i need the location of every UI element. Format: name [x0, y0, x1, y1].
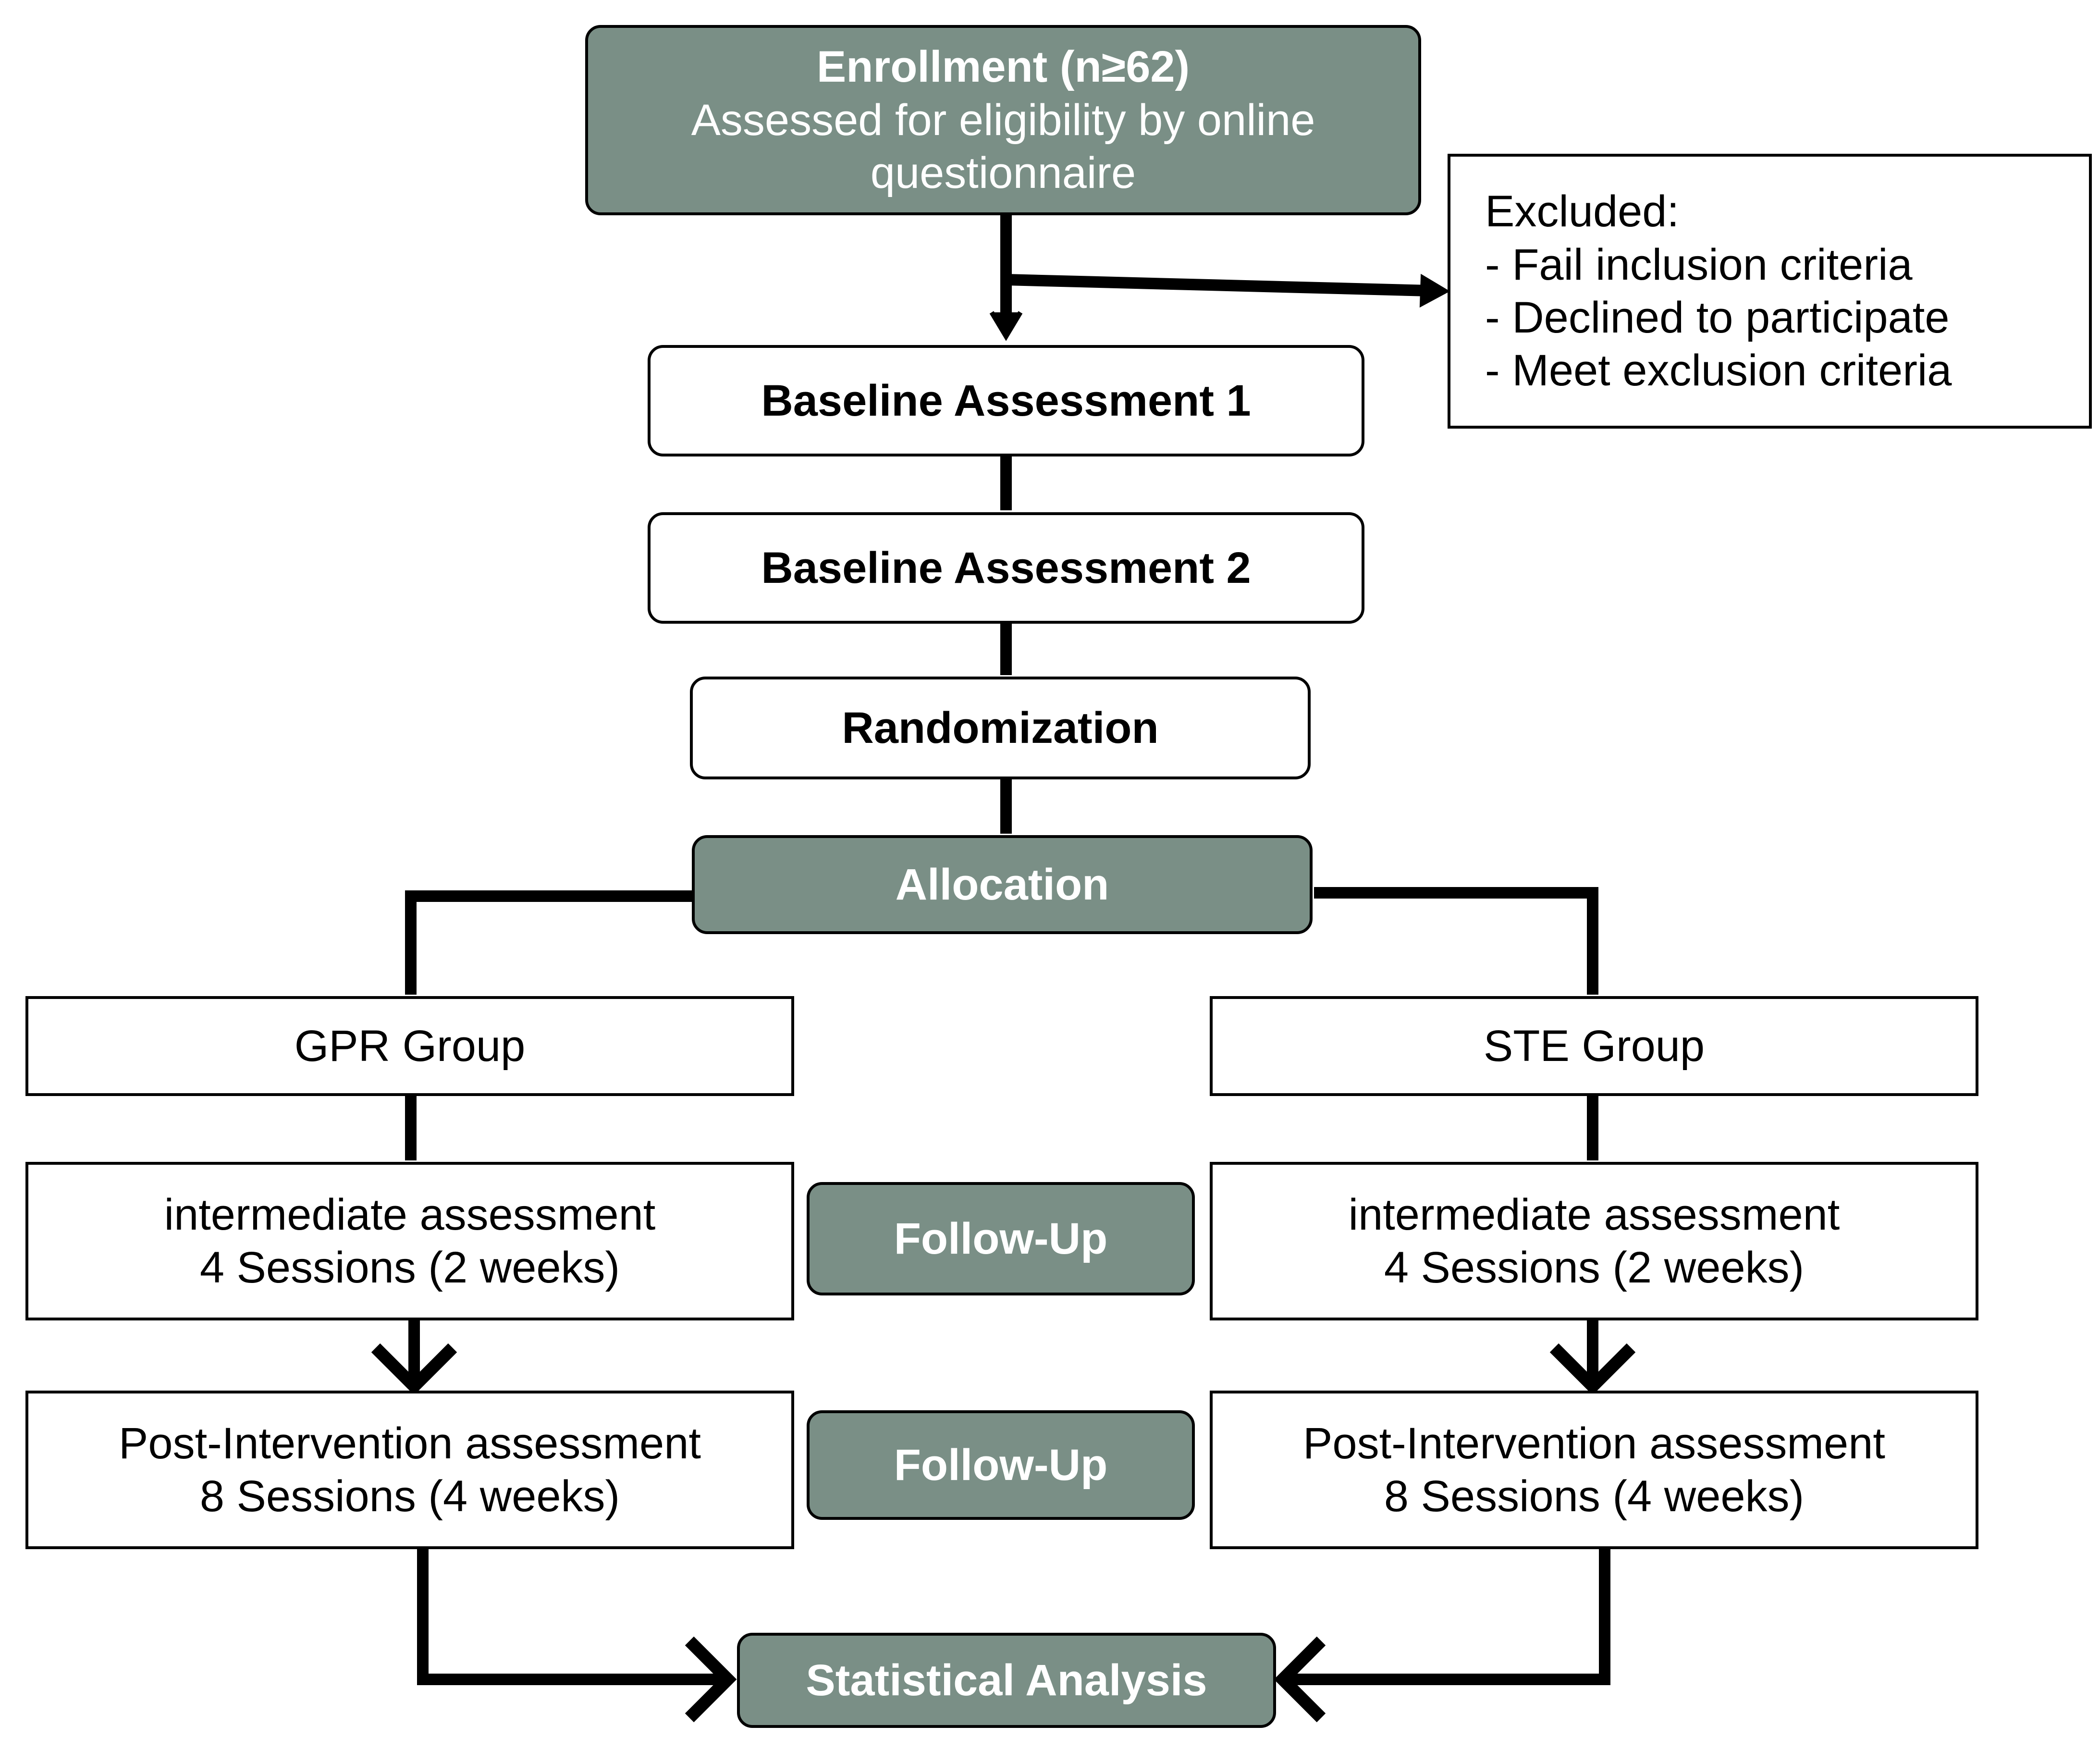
randomization-label: Randomization [842, 703, 1159, 752]
connector-right-post-analysis [1283, 1544, 1610, 1685]
ste-group-box: STE Group [1210, 996, 1978, 1096]
connector-allocation-right [1314, 887, 1598, 995]
ste-post-line1: Post-Intervention assessment [1303, 1418, 1885, 1468]
follow-up-box-1: Follow-Up [807, 1182, 1195, 1295]
arrowhead-left-post [371, 1343, 457, 1395]
follow-up-label-1: Follow-Up [894, 1214, 1108, 1263]
gpr-post-intervention-box: Post-Intervention assessment 8 Sessions … [25, 1391, 794, 1549]
gpr-group-label: GPR Group [294, 1021, 526, 1071]
randomization-box: Randomization [690, 677, 1311, 779]
arrowhead-right-post [1549, 1343, 1636, 1395]
gpr-post-line1: Post-Intervention assessment [119, 1418, 701, 1468]
gpr-group-box: GPR Group [25, 996, 794, 1096]
gpr-intermediate-box: intermediate assessment 4 Sessions (2 we… [25, 1162, 794, 1320]
allocation-box: Allocation [692, 835, 1313, 934]
allocation-label: Allocation [895, 860, 1109, 909]
ste-intermediate-line2: 4 Sessions (2 weeks) [1384, 1243, 1805, 1292]
connector-left-post-analysis [417, 1544, 728, 1685]
follow-up-box-2: Follow-Up [807, 1410, 1195, 1520]
enrollment-box: Enrollment (n≥62) Assessed for eligibili… [585, 25, 1421, 215]
enrollment-title: Enrollment (n≥62) [816, 42, 1190, 92]
enrollment-line2: questionnaire [870, 148, 1136, 198]
gpr-intermediate-line2: 4 Sessions (2 weeks) [199, 1243, 620, 1292]
baseline-assessment-1-label: Baseline Assessment 1 [761, 376, 1251, 425]
ste-post-intervention-box: Post-Intervention assessment 8 Sessions … [1210, 1391, 1978, 1549]
excluded-item: - Fail inclusion criteria [1485, 240, 1913, 289]
ste-intermediate-line1: intermediate assessment [1348, 1190, 1840, 1239]
excluded-item: - Meet exclusion criteria [1485, 346, 1952, 395]
follow-up-label-2: Follow-Up [894, 1440, 1108, 1490]
excluded-box: Excluded: - Fail inclusion criteria - De… [1448, 154, 2092, 429]
excluded-heading: Excluded: [1485, 187, 1680, 236]
ste-group-label: STE Group [1483, 1021, 1705, 1071]
baseline-assessment-2-box: Baseline Assessment 2 [648, 512, 1364, 624]
statistical-analysis-label: Statistical Analysis [806, 1655, 1207, 1705]
enrollment-line1: Assessed for eligibility by online [691, 95, 1315, 145]
arrowhead-excluded [1419, 273, 1450, 308]
connector-to-excluded [1006, 274, 1430, 296]
arrowhead-analysis-right [1274, 1636, 1326, 1723]
statistical-analysis-box: Statistical Analysis [737, 1633, 1276, 1728]
gpr-post-line2: 8 Sessions (4 weeks) [199, 1472, 620, 1521]
connector-allocation-left [405, 890, 692, 995]
ste-intermediate-box: intermediate assessment 4 Sessions (2 we… [1210, 1162, 1978, 1320]
ste-post-line2: 8 Sessions (4 weeks) [1384, 1472, 1805, 1521]
baseline-assessment-2-label: Baseline Assessment 2 [761, 543, 1251, 592]
arrowhead-analysis-left [685, 1636, 737, 1723]
excluded-item: - Declined to participate [1485, 293, 1950, 342]
gpr-intermediate-line1: intermediate assessment [164, 1190, 656, 1239]
arrowhead-baseline1 [989, 311, 1023, 341]
baseline-assessment-1-box: Baseline Assessment 1 [648, 345, 1364, 456]
